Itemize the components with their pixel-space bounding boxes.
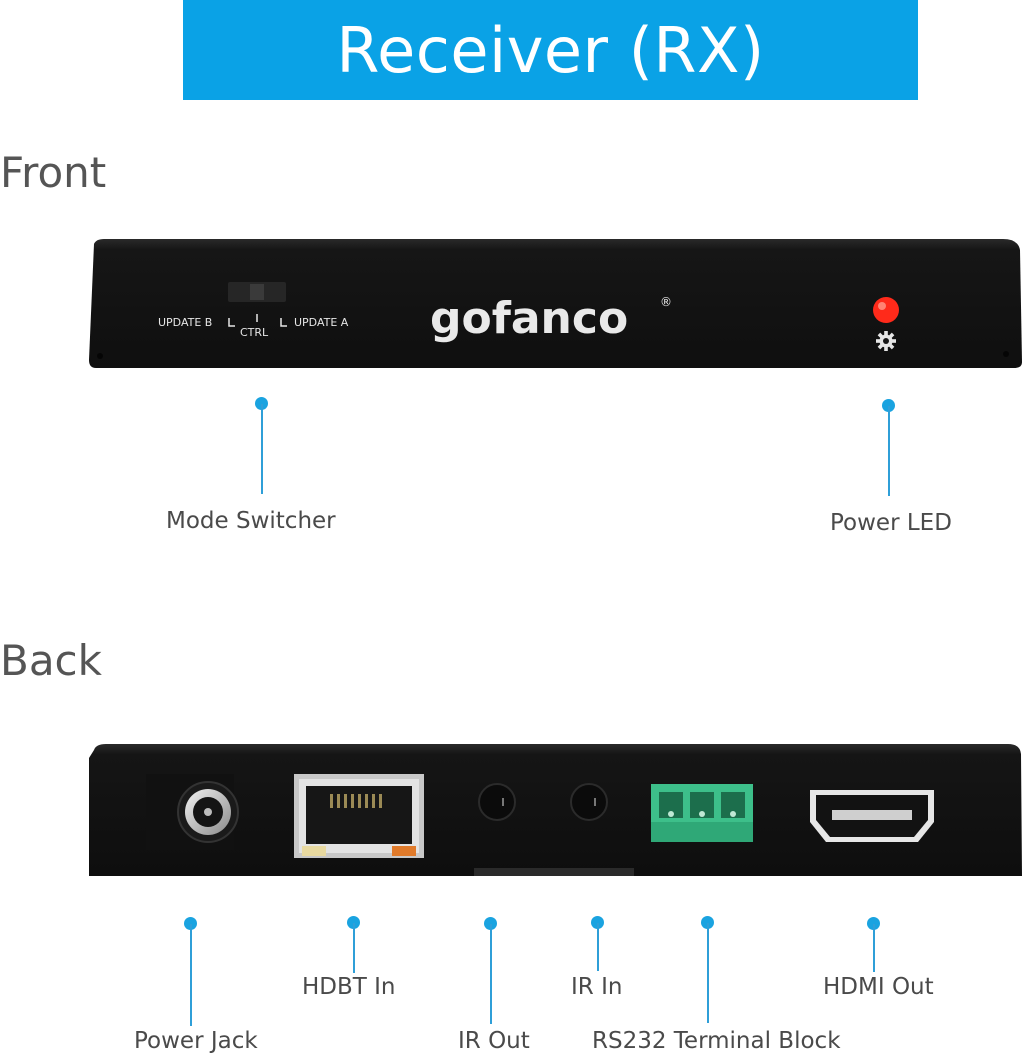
brand-logo: gofanco (430, 293, 628, 344)
label-ir-out: IR Out (458, 1028, 530, 1054)
power-led (873, 297, 899, 323)
label-ir-in: IR In (571, 974, 623, 1000)
banner-title: Receiver (RX) (336, 13, 765, 87)
front-device: UPDATE B CTRL UPDATE A gofanco ® (89, 239, 1022, 368)
back-device (89, 744, 1022, 876)
ir-out-port (478, 783, 516, 821)
power-jack (146, 774, 239, 850)
callout-dot-rs232 (701, 916, 714, 929)
rs232-terminal-block (651, 784, 753, 842)
label-power-led: Power LED (830, 510, 952, 536)
callout-dot-power-led (882, 399, 895, 412)
label-mode-switcher: Mode Switcher (166, 508, 336, 534)
callout-line-power-led (888, 406, 890, 496)
label-hdmi-out: HDMI Out (823, 974, 934, 1000)
callout-dot-ir-out (484, 917, 497, 930)
hdmi-out-port (810, 790, 934, 842)
switch-label-ctrl: CTRL (240, 326, 269, 339)
page-banner: Receiver (RX) (183, 0, 918, 100)
front-section-title: Front (0, 148, 107, 197)
callout-dot-mode-switcher (255, 397, 268, 410)
ir-in-port (570, 783, 608, 821)
callout-dot-hdbt-in (347, 916, 360, 929)
switch-label-update-b: UPDATE B (158, 316, 212, 329)
hdbt-port (294, 774, 424, 858)
callout-line-hdmi-out (873, 924, 875, 972)
label-rs232-terminal-block: RS232 Terminal Block (592, 1028, 841, 1054)
callout-line-power-jack (190, 924, 192, 1026)
callout-line-rs232 (707, 923, 709, 1023)
label-hdbt-in: HDBT In (302, 974, 396, 1000)
label-power-jack: Power Jack (134, 1028, 258, 1054)
callout-line-ir-in (597, 923, 599, 971)
callout-dot-hdmi-out (867, 917, 880, 930)
back-section-title: Back (0, 636, 102, 685)
front-device-body (89, 239, 1022, 368)
callout-line-mode-switcher (261, 404, 263, 494)
switch-label-update-a: UPDATE A (294, 316, 349, 329)
callout-line-ir-out (490, 924, 492, 1024)
callout-dot-ir-in (591, 916, 604, 929)
gear-icon (876, 331, 896, 351)
callout-dot-power-jack (184, 917, 197, 930)
callout-line-hdbt-in (353, 923, 355, 973)
brand-registered: ® (660, 295, 672, 309)
